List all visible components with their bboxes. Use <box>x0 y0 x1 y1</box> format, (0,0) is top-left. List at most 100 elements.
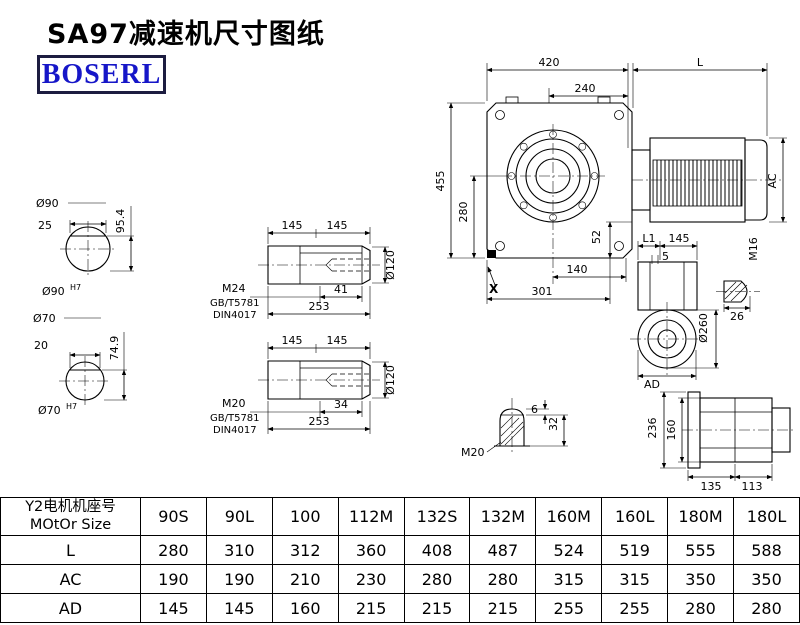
cell-l-7: 519 <box>601 535 669 565</box>
dim-d260-label: Ø260 <box>697 313 710 343</box>
view-shaft-end-70: Ø70 20 74.9 Ø70 H7 <box>33 312 127 417</box>
cell-ad-4: 215 <box>403 593 471 623</box>
table-row-l: L 280 310 312 360 408 487 524 519 555 58… <box>0 535 800 565</box>
cell-ac-4: 280 <box>403 564 471 594</box>
header-size-180m: 180M <box>667 497 735 536</box>
cell-l-4: 408 <box>403 535 471 565</box>
dim-5-label: 5 <box>662 250 669 263</box>
cell-ac-8: 350 <box>667 564 735 594</box>
cell-ad-5: 215 <box>469 593 537 623</box>
dim-26-label: 26 <box>730 310 744 323</box>
shaft-m24-geometry <box>258 245 380 285</box>
shaft-m20-geometry <box>258 360 380 400</box>
dim-6-label: 6 <box>531 403 538 416</box>
std-gbt5781-b: GB/T5781 <box>210 413 260 424</box>
cell-ad-9: 280 <box>733 593 800 623</box>
dim-d90h7-sup: H7 <box>70 283 81 292</box>
row-label-l: L <box>0 535 141 565</box>
adapter-side-dimensions: 236 160 135 113 <box>646 391 773 493</box>
view-shaft-tip-m20: 6 32 M20 <box>461 398 568 459</box>
dim-145e-label: 145 <box>669 232 690 245</box>
cell-l-9: 588 <box>733 535 800 565</box>
dim-301-label: 301 <box>532 285 553 298</box>
shaft-end-90-geometry <box>60 221 116 277</box>
dim-420-label: 420 <box>539 56 560 69</box>
cell-l-5: 487 <box>469 535 537 565</box>
shaft-m24-dimensions: 145 145 Ø120 M24 41 GB/T5781 DIN4017 253 <box>210 219 397 321</box>
gearbox-side-geometry <box>630 261 704 376</box>
shaft-end-70-geometry <box>59 356 111 406</box>
std-din4017-b: DIN4017 <box>213 425 257 436</box>
dim-ad-label: AD <box>644 378 660 391</box>
cell-ac-2: 210 <box>271 564 339 594</box>
thread-m24-label: M24 <box>222 282 246 295</box>
dim-32-label: 32 <box>547 417 560 431</box>
thread-m16-label: M16 <box>747 237 760 261</box>
cell-l-2: 312 <box>271 535 339 565</box>
dim-95-4-label: 95.4 <box>114 209 127 234</box>
row-label-ad: AD <box>0 593 141 623</box>
cell-ac-7: 315 <box>601 564 669 594</box>
std-din4017-a: DIN4017 <box>213 310 257 321</box>
motor-fins <box>652 159 743 207</box>
header-motor-size: Y2电机机座号 MOtOr Size <box>0 497 141 536</box>
dim-236-label: 236 <box>646 418 659 439</box>
dim-145c-label: 145 <box>282 334 303 347</box>
dim-ac-label: AC <box>766 173 779 188</box>
cell-ac-9: 350 <box>733 564 800 594</box>
adapter-side-geometry <box>682 391 795 469</box>
header-size-132m: 132M <box>469 497 537 536</box>
cell-l-3: 360 <box>337 535 405 565</box>
dim-34-label: 34 <box>334 398 348 411</box>
shaft-end-70-dimensions: Ø70 20 74.9 Ø70 H7 <box>33 312 127 417</box>
gearbox-front-dimensions: 420 L 240 455 280 AC 52 <box>434 56 787 304</box>
view-shaft-detail-m24: 145 145 Ø120 M24 41 GB/T5781 DIN4017 253 <box>210 219 397 321</box>
cell-ac-0: 190 <box>140 564 207 594</box>
dim-25-label: 25 <box>38 219 52 232</box>
cell-ad-8: 280 <box>667 593 735 623</box>
dim-d120a-label: Ø120 <box>384 250 397 280</box>
header-size-160l: 160L <box>601 497 669 536</box>
shaft-tip-geometry <box>494 398 530 452</box>
label-x: X <box>489 282 499 296</box>
cell-ad-1: 145 <box>205 593 273 623</box>
dim-145d-label: 145 <box>327 334 348 347</box>
gearbox-side-dimensions: L1 145 5 M16 26 Ø260 <box>637 232 760 391</box>
cell-ad-6: 255 <box>535 593 603 623</box>
header-size-160m: 160M <box>535 497 603 536</box>
thread-m20-tip-label: M20 <box>461 446 485 459</box>
dim-d70h7-sup: H7 <box>66 402 77 411</box>
dim-20-label: 20 <box>34 339 48 352</box>
dim-52-label: 52 <box>590 230 603 244</box>
dim-d120b-label: Ø120 <box>384 365 397 395</box>
header-size-100: 100 <box>271 497 339 536</box>
page-title: SA97减速机尺寸图纸 <box>47 19 325 50</box>
cell-ac-5: 280 <box>469 564 537 594</box>
dim-74-9-label: 74.9 <box>108 336 121 361</box>
cell-ad-7: 255 <box>601 593 669 623</box>
dim-d70-label: Ø70 <box>33 312 56 325</box>
dim-41-label: 41 <box>334 283 348 296</box>
dim-d90h7-label: Ø90 <box>42 285 65 298</box>
dim-160-label: 160 <box>665 420 678 441</box>
header-size-90l: 90L <box>205 497 273 536</box>
view-shaft-end-90: Ø90 25 95.4 Ø90 H7 <box>36 197 134 298</box>
shaft-tip-dimensions: 6 32 M20 <box>461 400 568 459</box>
table-header-row: Y2电机机座号 MOtOr Size 90S 90L 100 112M 132S… <box>0 497 800 536</box>
cell-l-0: 280 <box>140 535 207 565</box>
table-row-ac: AC 190 190 210 230 280 280 315 315 350 3… <box>0 564 800 594</box>
boserl-logo-text: BOSERL <box>41 58 162 90</box>
motor-size-table: Y2电机机座号 MOtOr Size 90S 90L 100 112M 132S… <box>0 497 800 623</box>
cell-l-8: 555 <box>667 535 735 565</box>
dim-140-label: 140 <box>567 263 588 276</box>
dim-d70h7-label: Ø70 <box>38 404 61 417</box>
shaft-m20-dimensions: 145 145 Ø120 M20 34 GB/T5781 DIN4017 253 <box>210 334 397 436</box>
boserl-logo: BOSERL <box>37 55 166 94</box>
dim-l1-label: L1 <box>642 232 655 245</box>
cell-ac-3: 230 <box>337 564 405 594</box>
dim-253b-label: 253 <box>309 415 330 428</box>
technical-drawing: Ø90 25 95.4 Ø90 H7 <box>33 56 795 493</box>
dim-135-label: 135 <box>701 480 722 493</box>
view-gearbox-side: L1 145 5 M16 26 Ø260 <box>630 232 760 391</box>
view-shaft-detail-m20: 145 145 Ø120 M20 34 GB/T5781 DIN4017 253 <box>210 334 397 436</box>
